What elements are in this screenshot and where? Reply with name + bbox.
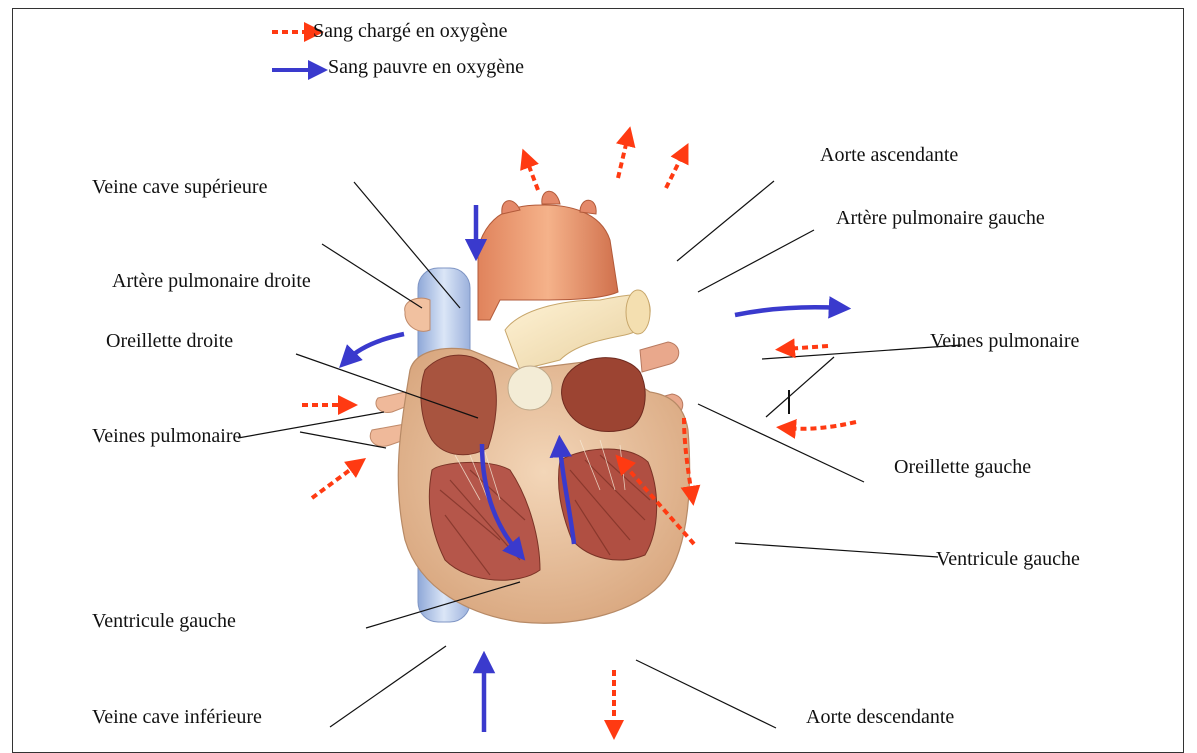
heart-illustration [370,191,689,623]
leader-artere-pulmonaire-droite [322,244,422,308]
aortic-valve [508,366,552,410]
right-pulmonary-artery [405,298,430,331]
pulmonary-artery-end [626,290,650,334]
red-arrow-pv-right-2 [786,422,856,429]
label-veine-cave-superieure: Veine cave supérieure [92,176,267,198]
legend-oxygenated-label: Sang chargé en oxygène [313,20,508,42]
red-arrow-aorta-3 [666,152,684,188]
subclavian-artery [580,200,596,214]
red-arrow-aorta-2 [618,136,628,178]
leader-oreillette-gauche [698,404,864,482]
label-oreillette-droite: Oreillette droite [106,330,233,352]
carotid-artery [542,191,560,204]
red-arrow-pv-right-1 [785,346,828,349]
label-artere-pulmonaire-gauche: Artère pulmonaire gauche [836,207,1045,229]
right-atrium [421,355,496,455]
label-ventricule-gauche-droite: Ventricule gauche [936,548,1080,570]
label-artere-pulmonaire-droite: Artère pulmonaire droite [112,270,311,292]
leader-veines-pulmonaires-droite-2 [766,357,834,417]
legend-deoxygenated-label: Sang pauvre en oxygène [328,56,524,78]
pulmonary-vein-stub-right-1 [640,342,679,372]
label-ventricule-gauche-gauche: Ventricule gauche [92,610,236,632]
leader-aorte-ascendante [677,181,774,261]
leader-artere-pulmonaire-gauche [698,230,814,292]
leader-aorte-descendante [636,660,776,728]
label-veines-pulmonaires-gauche: Veines pulmonaire [92,425,241,447]
legend-arrows [272,32,318,70]
red-arrow-pv-left-2 [312,464,358,498]
label-veines-pulmonaires-droite: Veines pulmonaire [930,330,1079,352]
red-arrow-aorta-1 [526,158,538,190]
leader-ventricule-gauche-droite [735,543,938,557]
leader-veine-cave-inferieure [330,646,446,727]
blue-arrow-to-right-atrium [347,334,404,360]
label-veine-cave-inferieure: Veine cave inférieure [92,706,262,728]
label-oreillette-gauche: Oreillette gauche [894,456,1031,478]
blue-arrow-to-lungs [735,307,840,315]
leader-veine-cave-superieure [354,182,460,308]
label-aorte-ascendante: Aorte ascendante [820,144,958,166]
label-aorte-descendante: Aorte descendante [806,706,954,728]
